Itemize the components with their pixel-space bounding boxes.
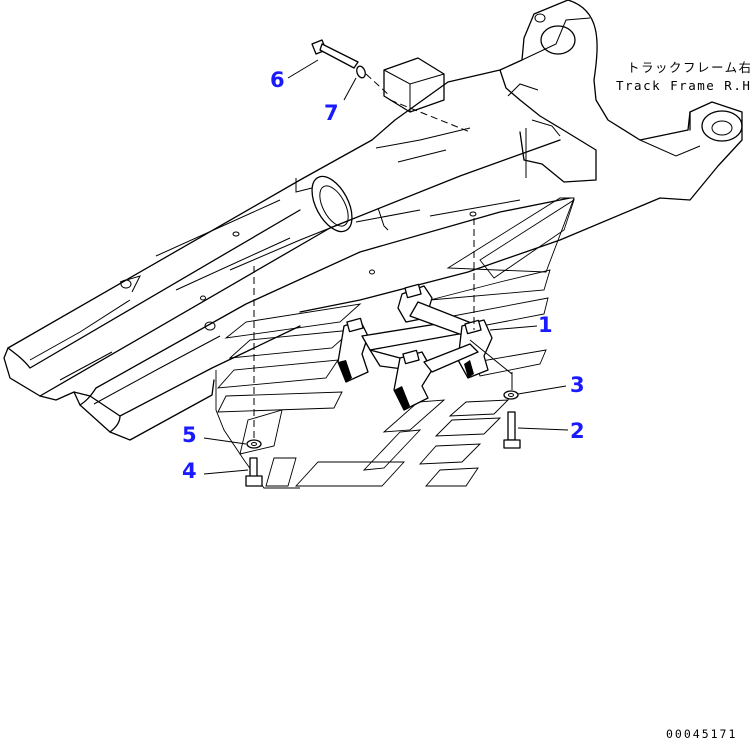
callout-3[interactable]: 3 xyxy=(570,373,585,397)
callout-2[interactable]: 2 xyxy=(570,419,585,443)
part-3-washer xyxy=(503,390,519,400)
callout-7[interactable]: 7 xyxy=(324,101,339,125)
shading-panels xyxy=(215,197,575,489)
mounting-axis-lines xyxy=(253,73,513,438)
part-1-bracket xyxy=(337,283,513,411)
callout-5[interactable]: 5 xyxy=(182,423,197,447)
part-4-bolt xyxy=(245,457,263,487)
callout-6[interactable]: 6 xyxy=(270,68,285,92)
leader-lines xyxy=(203,59,569,475)
part-7-washer xyxy=(356,65,366,79)
drawing-code: 00045171 xyxy=(666,727,737,741)
part-callouts: 1 2 3 4 5 6 7 xyxy=(182,68,585,483)
part-5-washer xyxy=(246,439,262,449)
track-frame xyxy=(3,0,743,441)
frame-note-english: Track Frame R.H. xyxy=(616,78,750,93)
frame-note-japanese: トラックフレーム右 xyxy=(627,60,750,75)
callout-4[interactable]: 4 xyxy=(182,459,197,483)
part-6-bolt xyxy=(311,39,359,69)
frame-note: トラックフレーム右 Track Frame R.H. xyxy=(616,60,750,93)
callout-1[interactable]: 1 xyxy=(538,313,553,337)
part-2-bolt xyxy=(503,411,521,449)
